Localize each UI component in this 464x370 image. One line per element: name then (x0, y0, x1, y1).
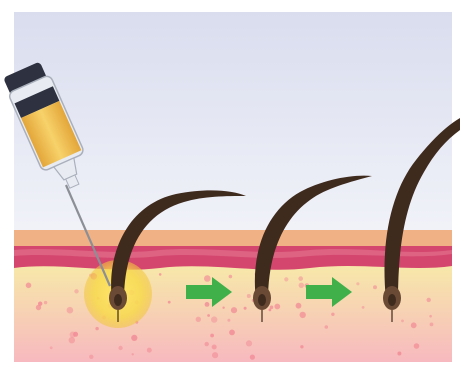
tissue-dot (430, 323, 434, 327)
tissue-dot (362, 306, 365, 309)
tissue-dot (429, 315, 432, 318)
tissue-dot (250, 355, 255, 360)
tissue-dot (246, 340, 252, 346)
tissue-dot (212, 345, 217, 350)
tissue-dot (67, 307, 74, 314)
tissue-dot (299, 283, 304, 288)
tissue-dot (131, 335, 137, 341)
tissue-dot (147, 348, 152, 353)
tissue-dot (89, 355, 93, 359)
tissue-dot (26, 283, 32, 289)
tissue-dot (284, 277, 288, 281)
tissue-dot (300, 312, 306, 318)
tissue-dot (331, 313, 334, 316)
tissue-dot (207, 314, 210, 317)
hair-follicle-core (388, 294, 396, 306)
tissue-dot (231, 307, 237, 313)
tissue-dot (205, 302, 210, 307)
tissue-dot (159, 273, 162, 276)
tissue-dot (397, 352, 401, 356)
tissue-dot (210, 334, 214, 338)
tissue-dot (298, 276, 303, 281)
tissue-dot (168, 301, 171, 304)
tissue-dot (411, 322, 417, 328)
tissue-dot (44, 301, 47, 304)
tissue-dot (414, 343, 420, 349)
tissue-dot (373, 285, 377, 289)
tissue-dot (196, 317, 201, 322)
tissue-dot (118, 346, 122, 350)
tissue-dot (229, 275, 233, 279)
tissue-dot (132, 353, 134, 355)
tissue-dot (227, 319, 230, 322)
tissue-dot (50, 346, 53, 349)
tissue-dot (300, 345, 303, 348)
tissue-dot (247, 294, 251, 298)
tissue-dot (229, 330, 235, 336)
tissue-dot (95, 327, 98, 330)
tissue-dot (73, 332, 78, 337)
tissue-dot (401, 320, 404, 323)
tissue-dot (222, 307, 224, 309)
tissue-dot (244, 307, 247, 310)
tissue-dot (296, 303, 302, 309)
tissue-dot (427, 298, 431, 302)
hair-follicle-core (114, 294, 122, 306)
tissue-dot (204, 275, 211, 282)
tissue-dot (205, 342, 209, 346)
tissue-dot (38, 302, 42, 306)
tissue-dot (356, 282, 359, 285)
tissue-dot (69, 337, 75, 343)
tissue-dot (274, 304, 280, 310)
tissue-dot (325, 325, 329, 329)
hair-follicle-core (258, 294, 266, 306)
tissue-dot (212, 352, 218, 358)
tissue-dot (74, 289, 78, 293)
tissue-dot (211, 316, 217, 322)
tissue-dot (269, 309, 272, 312)
